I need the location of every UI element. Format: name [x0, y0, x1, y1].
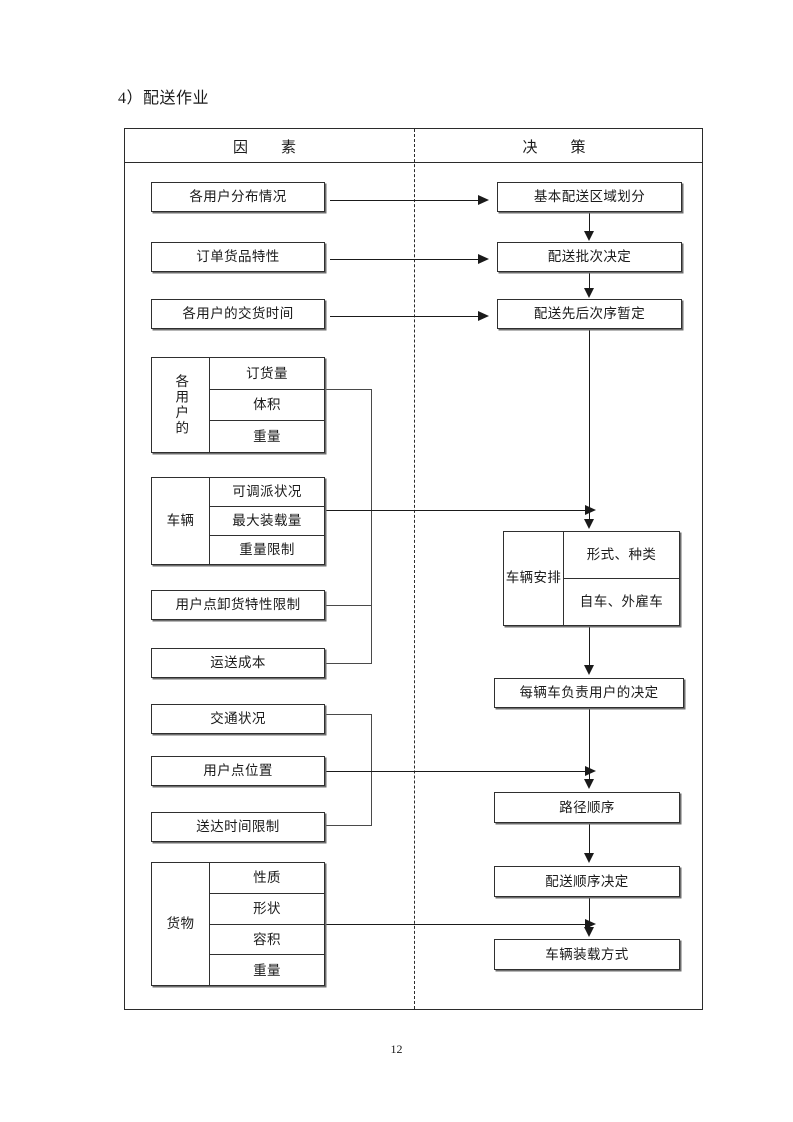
- factor-group-item[interactable]: 容积: [210, 925, 324, 956]
- arrowhead-bus-to-vehicle-arrangement: [585, 505, 596, 515]
- header-separator-rule: [124, 162, 703, 163]
- factor-node-delivery-time[interactable]: 各用户的交货时间: [151, 299, 325, 329]
- factor-group-item[interactable]: 可调派状况: [210, 478, 324, 507]
- factor-group-cargo-label: 货物: [152, 863, 210, 985]
- factor-group-item[interactable]: 体积: [210, 390, 324, 422]
- connector-g1-bus: [325, 389, 372, 390]
- arrowhead-bus-to-route-order: [585, 766, 596, 776]
- factor-node-user-distribution[interactable]: 各用户分布情况: [151, 182, 325, 212]
- arrowhead-d7-d8: [584, 927, 594, 937]
- arrowhead-d3-d4: [584, 519, 594, 529]
- connector-bus-to-route-order: [325, 771, 593, 772]
- factor-group-per-user-items: 订货量 体积 重量: [210, 358, 324, 452]
- arrowhead-d2-d3: [584, 288, 594, 298]
- decision-group-vehicle-arrangement-label: 车辆安排: [504, 532, 564, 625]
- arrowhead-d6-d7: [584, 853, 594, 863]
- decision-node-batch-decision[interactable]: 配送批次决定: [497, 242, 682, 272]
- connector-f2-d2: [330, 259, 480, 260]
- arrowhead-d5-d6: [584, 779, 594, 789]
- factor-group-per-user: 各用户的 订货量 体积 重量: [151, 357, 325, 453]
- connector-f9-bus: [325, 714, 372, 715]
- column-header-decision: 决 策: [522, 140, 595, 156]
- factor-group-item[interactable]: 重量: [253, 429, 281, 445]
- arrowhead-d1-d2: [584, 231, 594, 241]
- connector-f8-bus: [325, 663, 372, 664]
- decision-group-vehicle-arrangement: 车辆安排 形式、种类 自车、外雇车: [503, 531, 680, 626]
- factor-group-vehicle: 车辆 可调派状况 最大装载量 重量限制: [151, 477, 325, 565]
- factor-group-item[interactable]: 最大装载量: [210, 507, 324, 536]
- arrowhead-f2-d2: [478, 254, 489, 264]
- bus-vertical-lower: [371, 714, 372, 826]
- factor-group-vehicle-label: 车辆: [152, 478, 210, 564]
- decision-node-vehicle-customer-assign[interactable]: 每辆车负责用户的决定: [494, 678, 684, 708]
- connector-d5-d6: [589, 708, 590, 780]
- arrowhead-d4-d5: [584, 665, 594, 675]
- factor-group-cargo-items: 性质 形状 容积 重量: [210, 863, 324, 985]
- factor-group-cargo: 货物 性质 形状 容积 重量: [151, 862, 325, 986]
- page-number: 12: [390, 1042, 403, 1056]
- arrowhead-f3-d3: [478, 311, 489, 321]
- factor-node-order-goods-traits[interactable]: 订单货品特性: [151, 242, 325, 272]
- connector-d3-d4: [589, 329, 590, 519]
- connector-d4-d5: [589, 626, 590, 666]
- factor-group-item[interactable]: 重量限制: [239, 542, 295, 558]
- decision-node-route-order[interactable]: 路径顺序: [494, 792, 680, 823]
- connector-f7-bus: [325, 605, 372, 606]
- factor-group-item[interactable]: 订货量: [210, 358, 324, 390]
- connector-bus-to-vehicle-arrangement: [325, 510, 593, 511]
- column-divider-dashed: [414, 129, 415, 1009]
- factor-group-item[interactable]: 形状: [210, 894, 324, 925]
- decision-group-item[interactable]: 自车、外雇车: [579, 594, 664, 610]
- connector-g3-to-loading-method: [325, 924, 593, 925]
- arrowhead-g3-to-loading-method: [585, 919, 596, 929]
- connector-d2-d3: [589, 272, 590, 289]
- factor-group-vehicle-items: 可调派状况 最大装载量 重量限制: [210, 478, 324, 564]
- decision-group-item[interactable]: 形式、种类: [564, 532, 679, 579]
- factor-group-per-user-label: 各用户的: [152, 358, 210, 452]
- decision-node-vehicle-loading-method[interactable]: 车辆装载方式: [494, 939, 680, 970]
- factor-node-traffic-condition[interactable]: 交通状况: [151, 704, 325, 734]
- factor-node-unload-constraint[interactable]: 用户点卸货特性限制: [151, 590, 325, 620]
- page-title: 4）配送作业: [118, 90, 210, 107]
- column-header-factor: 因 素: [232, 140, 305, 156]
- factor-node-delivery-deadline[interactable]: 送达时间限制: [151, 812, 325, 842]
- decision-node-delivery-order-decision[interactable]: 配送顺序决定: [494, 866, 680, 897]
- connector-f11-bus: [325, 825, 372, 826]
- factor-group-item[interactable]: 性质: [210, 863, 324, 894]
- arrowhead-f1-d1: [478, 195, 489, 205]
- diagram-frame: [124, 128, 703, 1010]
- factor-node-customer-location[interactable]: 用户点位置: [151, 756, 325, 786]
- decision-group-vehicle-arrangement-items: 形式、种类 自车、外雇车: [564, 532, 679, 625]
- connector-d7-d8: [589, 897, 590, 928]
- decision-node-sequence-tentative[interactable]: 配送先后次序暂定: [497, 299, 682, 329]
- connector-f3-d3: [330, 316, 480, 317]
- factor-node-transport-cost[interactable]: 运送成本: [151, 648, 325, 678]
- connector-f1-d1: [330, 200, 480, 201]
- connector-d1-d2: [589, 212, 590, 232]
- connector-d6-d7: [589, 823, 590, 854]
- decision-node-basic-zone-division[interactable]: 基本配送区域划分: [497, 182, 682, 212]
- factor-group-item[interactable]: 重量: [253, 962, 281, 978]
- bus-vertical-upper: [371, 389, 372, 664]
